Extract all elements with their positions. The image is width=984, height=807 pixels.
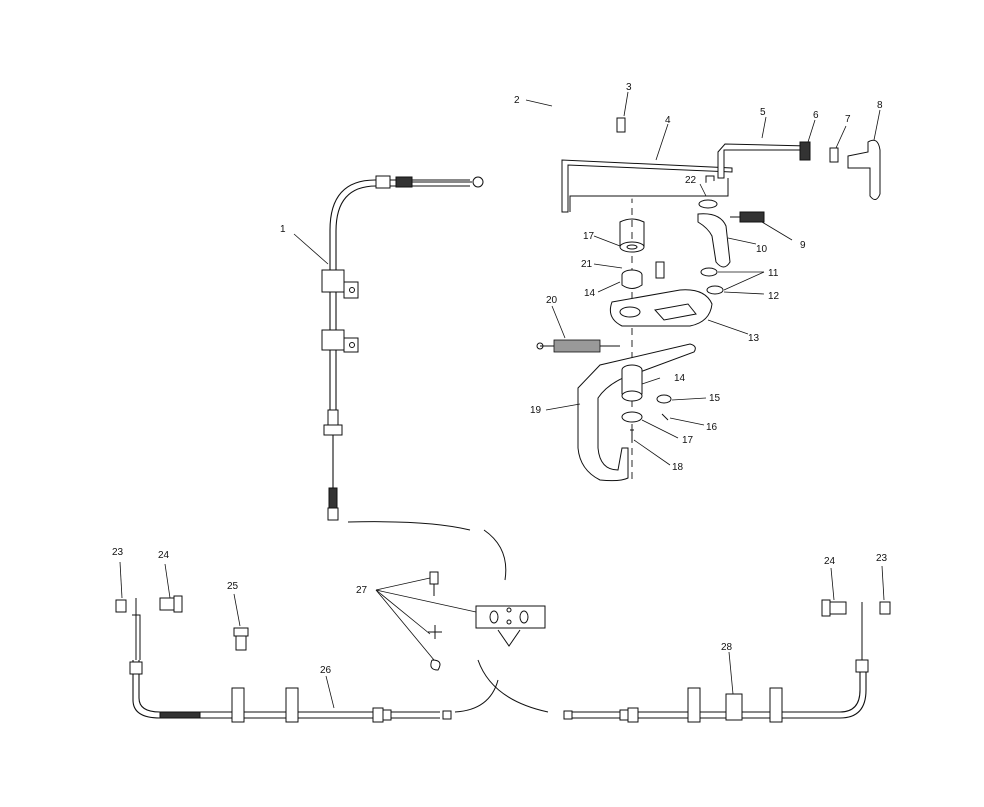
leader-lines [119,91,885,709]
callout-1: 1 [280,224,286,235]
callout-11: 11 [768,268,779,279]
callout-5: 5 [760,107,766,118]
callout-labels: 1 2 3 4 5 6 7 8 9 10 11 12 13 14 14 15 1… [112,82,888,676]
callout-8: 8 [877,100,883,111]
callout-2: 2 [514,95,520,106]
callout-15: 15 [709,393,721,404]
callout-20: 20 [546,295,558,306]
callout-9: 9 [800,240,806,251]
callout-18: 18 [672,462,684,473]
callout-21: 21 [581,259,593,270]
callout-27: 27 [356,585,368,596]
callout-10: 10 [756,244,768,255]
callout-13: 13 [748,333,760,344]
callout-14a: 14 [584,288,596,299]
callout-23-right: 23 [876,553,888,564]
callout-23-left: 23 [112,547,124,558]
callout-12: 12 [768,291,780,302]
callout-14b: 14 [674,373,686,384]
callout-6: 6 [813,110,819,121]
callout-19: 19 [530,405,542,416]
callout-26: 26 [320,665,332,676]
brake-pedal-assembly [536,94,881,482]
callout-24-left: 24 [158,550,170,561]
callout-17b: 17 [682,435,694,446]
callout-25: 25 [227,581,239,592]
callout-3: 3 [626,82,632,93]
front-brake-cable [321,175,484,521]
rear-brake-cables [115,521,891,723]
callout-4: 4 [665,115,671,126]
callout-22: 22 [685,175,697,186]
callout-7: 7 [845,114,851,125]
callout-28: 28 [721,642,733,653]
callout-16: 16 [706,422,718,433]
callout-24-right: 24 [824,556,836,567]
callout-17a: 17 [583,231,595,242]
